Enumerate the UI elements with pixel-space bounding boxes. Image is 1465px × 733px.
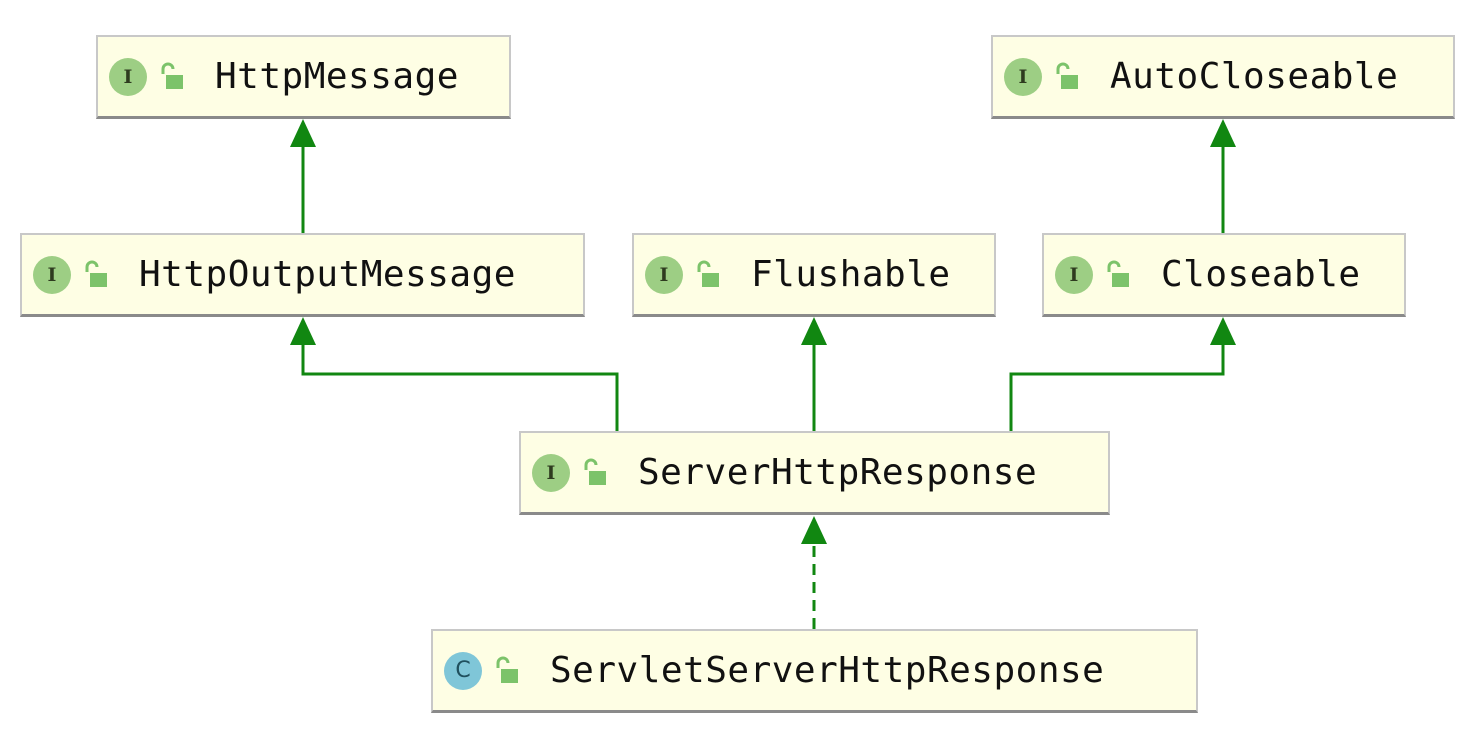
node-label: HttpOutputMessage — [139, 254, 516, 295]
node-httpmessage[interactable]: I HttpMessage — [96, 35, 511, 119]
node-label: AutoCloseable — [1110, 56, 1399, 97]
interface-icon: I — [1055, 255, 1093, 294]
node-servletserverhttpresponse[interactable]: C ServletServerHttpResponse — [431, 629, 1198, 713]
interface-icon: I — [532, 453, 570, 492]
node-label: ServletServerHttpResponse — [550, 650, 1105, 691]
unlocked-padlock-icon — [85, 260, 107, 287]
node-serverhttpresponse[interactable]: I ServerHttpResponse — [519, 431, 1110, 515]
node-label: Closeable — [1161, 254, 1361, 295]
unlocked-padlock-icon — [496, 656, 518, 683]
node-label: HttpMessage — [215, 56, 459, 97]
interface-icon: I — [33, 255, 71, 294]
node-flushable[interactable]: I Flushable — [632, 233, 996, 317]
edge-servletserverhttpresponse-to-serverhttpresponse — [801, 516, 827, 629]
unlocked-padlock-icon — [1107, 260, 1129, 287]
unlocked-padlock-icon — [1056, 62, 1078, 89]
interface-icon: I — [645, 255, 683, 294]
edge-closeable-to-autocloseable — [1210, 119, 1236, 233]
unlocked-padlock-icon — [697, 260, 719, 287]
interface-icon: I — [109, 57, 147, 96]
edge-httpoutputmessage-to-httpmessage — [290, 119, 316, 233]
unlocked-padlock-icon — [584, 458, 606, 485]
node-httpoutputmessage[interactable]: I HttpOutputMessage — [20, 233, 585, 317]
edge-serverhttpresponse-to-closeable — [1009, 317, 1236, 431]
interface-icon: I — [1004, 57, 1042, 96]
class-icon: C — [444, 651, 482, 690]
unlocked-padlock-icon — [161, 62, 183, 89]
node-label: Flushable — [751, 254, 951, 295]
edge-serverhttpresponse-to-httpoutputmessage — [290, 317, 619, 431]
node-label: ServerHttpResponse — [638, 452, 1038, 493]
edge-serverhttpresponse-to-flushable — [801, 317, 827, 431]
node-autocloseable[interactable]: I AutoCloseable — [991, 35, 1455, 119]
node-closeable[interactable]: I Closeable — [1042, 233, 1406, 317]
